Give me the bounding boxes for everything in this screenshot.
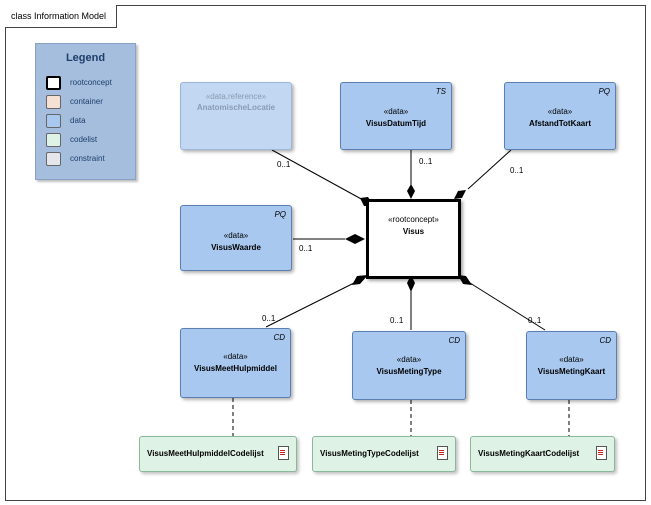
assoc-hulpmiddel (265, 281, 357, 328)
diamond-metingkaart (458, 275, 472, 285)
class-visus-meet-hulpmiddel[interactable]: CD «data» VisusMeetHulpmiddel (180, 328, 291, 398)
legend-swatch (46, 76, 61, 90)
class-visus-meting-type[interactable]: CD «data» VisusMetingType (352, 331, 466, 400)
codelist-meting-kaart[interactable]: VisusMetingKaartCodelijst (470, 436, 615, 472)
codelist-meting-type[interactable]: VisusMetingTypeCodelijst (312, 436, 456, 472)
diagram-title: class Information Model (5, 5, 118, 28)
multiplicity-metingtype: 0..1 (390, 316, 404, 325)
legend-title: Legend (65, 52, 106, 64)
diamond-afstand (454, 190, 466, 199)
class-visus-waarde[interactable]: PQ «data» VisusWaarde (180, 205, 292, 271)
multiplicity-datumtijd: 0..1 (419, 157, 433, 166)
document-icon (437, 446, 448, 460)
multiplicity-hulpmiddel: 0..1 (262, 314, 276, 323)
legend-swatch (46, 95, 61, 109)
assoc-anatomische (271, 149, 375, 207)
codelist-meet-hulpmiddel[interactable]: VisusMeetHulpmiddelCodelijst (139, 436, 297, 472)
multiplicity-waarde: 0..1 (299, 244, 313, 253)
document-icon (596, 446, 607, 460)
document-icon (278, 446, 289, 460)
assoc-metingkaart (469, 282, 546, 331)
multiplicity-afstand: 0..1 (510, 166, 524, 175)
diamond-hulpmiddel (352, 275, 368, 285)
class-afstand-tot-kaart[interactable]: PQ «data» AfstandTotKaart (504, 82, 616, 150)
diamond-datumtijd (407, 184, 415, 199)
assoc-afstand (467, 149, 512, 190)
multiplicity-anatomische: 0..1 (277, 160, 291, 169)
class-visus-meting-kaart[interactable]: CD «data» VisusMetingKaart (526, 331, 617, 400)
diamond-waarde (345, 234, 365, 244)
legend-swatch (46, 152, 61, 166)
class-visus-datum-tijd[interactable]: TS «data» VisusDatumTijd (340, 82, 452, 150)
legend: Legend rootconcept container data codeli… (35, 43, 136, 180)
legend-swatch (46, 133, 61, 147)
legend-swatch (46, 114, 61, 128)
multiplicity-metingkaart: 0..1 (528, 316, 542, 325)
class-anatomische-locatie[interactable]: «data,reference» AnatomischeLocatie (180, 82, 292, 150)
class-visus-root[interactable]: «rootconcept» Visus (366, 199, 461, 279)
diamond-metingtype (407, 275, 415, 292)
